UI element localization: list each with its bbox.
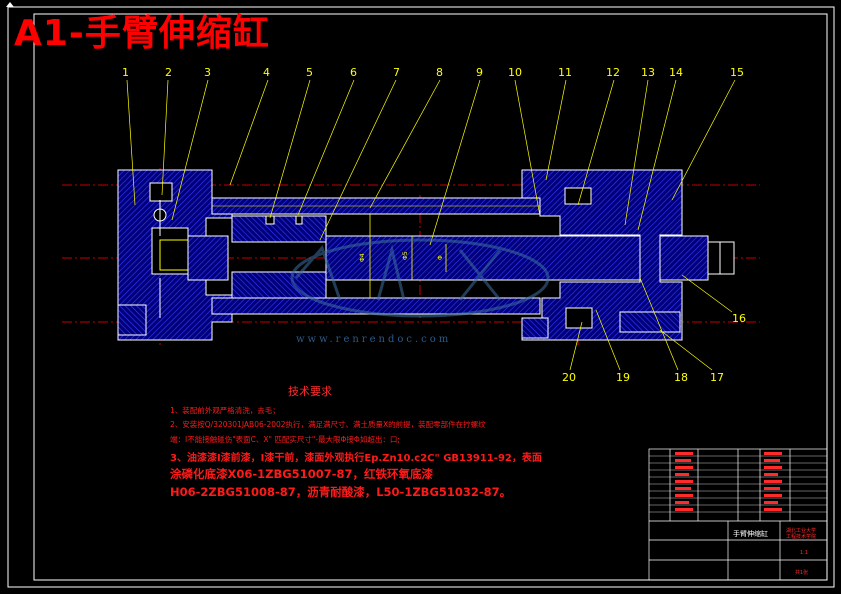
part-label: 5 bbox=[306, 66, 313, 79]
sheet-count: 共1张 bbox=[795, 569, 808, 576]
part-label: 7 bbox=[393, 66, 400, 79]
school-name: 湖北工业大学 bbox=[786, 527, 816, 534]
part-label: 2 bbox=[165, 66, 172, 79]
part-label: 10 bbox=[508, 66, 522, 79]
dimension-label: Φ4 bbox=[359, 253, 366, 262]
title-block bbox=[648, 448, 828, 581]
inner-frame bbox=[33, 13, 828, 581]
tech-requirement-item: 1、装配前外观严格清洗，去毛； bbox=[170, 406, 280, 415]
part-label: 13 bbox=[641, 66, 655, 79]
tech-requirement-item: H06-2ZBG51008-87，沥青耐酸漆，L50-1ZBG51032-87。 bbox=[170, 485, 512, 499]
tech-requirement-item: 2、安装按Q/320301JAB06-2002执行，满足满尺寸、满土质量Ⅹ的前提… bbox=[170, 420, 486, 429]
part-label: 12 bbox=[606, 66, 620, 79]
title-block-entries bbox=[675, 452, 782, 511]
part-label: 4 bbox=[263, 66, 270, 79]
left-end-cap bbox=[117, 169, 233, 341]
cylinder-tube bbox=[211, 197, 541, 315]
part-label: 17 bbox=[710, 371, 724, 384]
part-label: 14 bbox=[669, 66, 683, 79]
drawing-title: A1-手臂伸缩缸 bbox=[14, 13, 270, 54]
dimensions bbox=[369, 214, 447, 298]
leader-lines bbox=[126, 79, 736, 371]
dimension-label: Φ bbox=[437, 255, 444, 260]
part-label: 18 bbox=[674, 371, 688, 384]
watermark-logo bbox=[290, 238, 550, 318]
part-label: 11 bbox=[558, 66, 572, 79]
tech-requirement-item: 端：Ⅰ不能接触碰伤"表面C、X" 匹配实尺寸"-最大限Φ接Φ如超出：口; bbox=[170, 435, 400, 444]
right-end-cap bbox=[521, 169, 683, 341]
outer-frame bbox=[7, 6, 835, 588]
scale-value: 1:1 bbox=[800, 550, 808, 556]
part-label: 19 bbox=[616, 371, 630, 384]
tech-requirement-item: 涂磷化底漆X06-1ZBG51007-87，红铁环氧底漆 bbox=[170, 467, 433, 481]
dept-name: 工程技术学院 bbox=[786, 533, 816, 540]
drawing-name: 手臂伸缩缸 bbox=[733, 529, 768, 538]
part-label: 15 bbox=[730, 66, 744, 79]
part-label: 1 bbox=[122, 66, 129, 79]
watermark-url: www.renrendoc.com bbox=[296, 334, 452, 345]
part-label: 8 bbox=[436, 66, 443, 79]
dimension-label: Φ5 bbox=[402, 251, 409, 260]
part-label: 6 bbox=[350, 66, 357, 79]
tech-requirement-item: 3、油漆漆Ⅰ漆前漆，Ⅰ漆干前，漆面外观执行Ep.Zn10.c2C" GB1391… bbox=[170, 453, 542, 464]
piston bbox=[231, 215, 327, 299]
part-label: 9 bbox=[476, 66, 483, 79]
part-label: 20 bbox=[562, 371, 576, 384]
tech-requirements-heading: 技术要求 bbox=[288, 385, 332, 398]
title-block-rows bbox=[649, 455, 827, 513]
part-label: 16 bbox=[732, 312, 746, 325]
part-numbers: 1 2 3 4 5 6 7 8 9 10 11 12 13 14 15 16 1… bbox=[122, 66, 746, 384]
part-label: 3 bbox=[204, 66, 211, 79]
